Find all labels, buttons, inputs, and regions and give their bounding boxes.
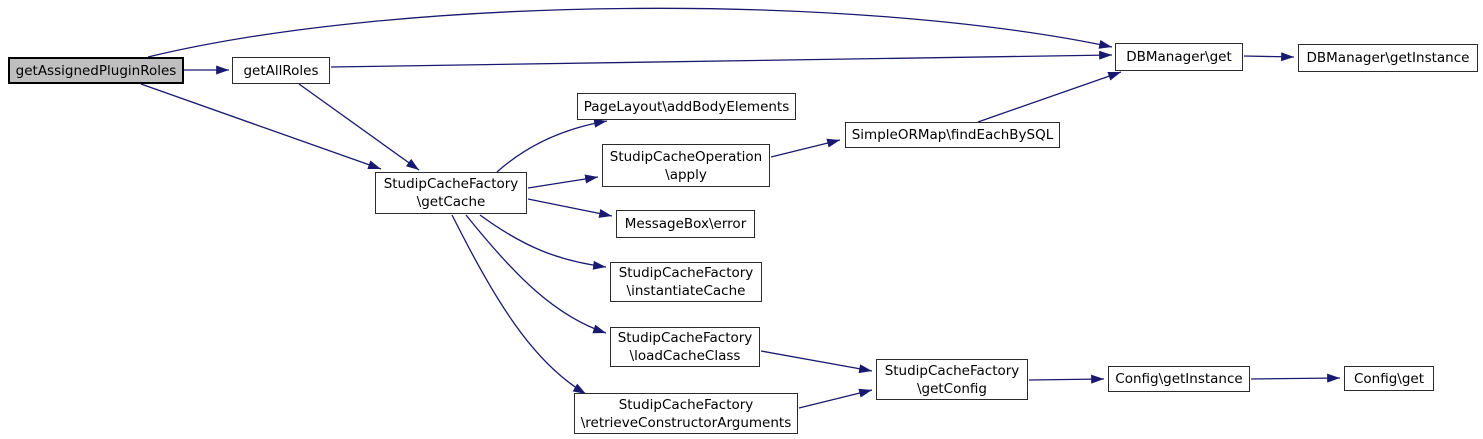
edge-loadCacheClass-to-getConfig bbox=[760, 350, 873, 374]
edge-getCache-to-retrieveConstructorArguments bbox=[451, 214, 587, 395]
node-label: StudipCacheFactory \instantiateCache bbox=[618, 265, 754, 299]
edge-getCache-to-loadCacheClass bbox=[465, 214, 607, 334]
edge-getAllRoles-to-getCache bbox=[298, 83, 420, 171]
node-label: DBManager\getInstance bbox=[1306, 50, 1470, 66]
node-config-get[interactable]: Config\get bbox=[1344, 366, 1434, 391]
node-label: getAssignedPluginRoles bbox=[15, 62, 177, 79]
node-label: MessageBox\error bbox=[624, 216, 747, 232]
node-studipcachefactory-instantiatecache[interactable]: StudipCacheFactory \instantiateCache bbox=[610, 262, 762, 302]
node-messagebox-error[interactable]: MessageBox\error bbox=[616, 210, 755, 238]
node-simpleormap-findeachbysql[interactable]: SimpleORMap\findEachBySQL bbox=[845, 122, 1060, 148]
node-studipcachefactory-retrieveconstructorarguments[interactable]: StudipCacheFactory \retrieveConstructorA… bbox=[574, 393, 798, 434]
edge-DBManager-get-to-getInstance bbox=[1243, 52, 1295, 62]
node-getAssignedPluginRoles[interactable]: getAssignedPluginRoles bbox=[8, 57, 184, 84]
node-label: getAllRoles bbox=[243, 62, 319, 79]
edge-apply-to-findEachBySQL bbox=[770, 138, 841, 158]
node-label: SimpleORMap\findEachBySQL bbox=[851, 127, 1054, 143]
node-dbmanager-get[interactable]: DBManager\get bbox=[1115, 43, 1243, 71]
node-pagelayout-addbodyelements[interactable]: PageLayout\addBodyElements bbox=[577, 93, 796, 120]
node-label: Config\get bbox=[1353, 370, 1425, 387]
edge-getCache-to-apply bbox=[527, 174, 599, 189]
node-label: PageLayout\addBodyElements bbox=[583, 98, 790, 115]
edge-getAssignedPluginRoles-to-DBManager-get bbox=[147, 7, 1113, 58]
node-config-getinstance[interactable]: Config\getInstance bbox=[1108, 366, 1250, 392]
edge-getAllRoles-to-DBManager-get bbox=[330, 50, 1113, 68]
edge-Config-getInstance-to-Config-get bbox=[1250, 373, 1341, 383]
edge-getConfig-to-Config-getInstance bbox=[1028, 374, 1105, 384]
edge-getCache-to-instantiateCache bbox=[479, 214, 607, 270]
node-getAllRoles[interactable]: getAllRoles bbox=[232, 57, 330, 84]
edge-getCache-to-MessageBox-error bbox=[527, 198, 613, 218]
node-dbmanager-getinstance[interactable]: DBManager\getInstance bbox=[1298, 44, 1478, 72]
node-label: StudipCacheFactory \retrieveConstructorA… bbox=[580, 396, 792, 431]
node-studipcachefactory-loadcacheclass[interactable]: StudipCacheFactory \loadCacheClass bbox=[610, 327, 760, 367]
edge-getAssignedPluginRoles-to-getCache bbox=[140, 83, 382, 170]
edge-getCache-to-addBodyElements bbox=[496, 118, 608, 173]
node-label: StudipCacheOperation \apply bbox=[609, 148, 763, 183]
node-label: StudipCacheFactory \getConfig bbox=[884, 362, 1020, 397]
edge-retrieveConstructorArguments-to-getConfig bbox=[798, 388, 873, 409]
node-label: Config\getInstance bbox=[1115, 371, 1243, 387]
node-studipcachefactory-getconfig[interactable]: StudipCacheFactory \getConfig bbox=[876, 359, 1028, 400]
node-label: DBManager\get bbox=[1126, 49, 1232, 65]
node-label: StudipCacheFactory \getCache bbox=[383, 176, 519, 210]
node-label: StudipCacheFactory \loadCacheClass bbox=[617, 330, 753, 364]
edge-findEachBySQL-to-DBManager-get bbox=[977, 71, 1122, 123]
node-studipcacheoperation-apply[interactable]: StudipCacheOperation \apply bbox=[602, 144, 770, 187]
node-studipcachefactory-getcache[interactable]: StudipCacheFactory \getCache bbox=[375, 172, 527, 214]
